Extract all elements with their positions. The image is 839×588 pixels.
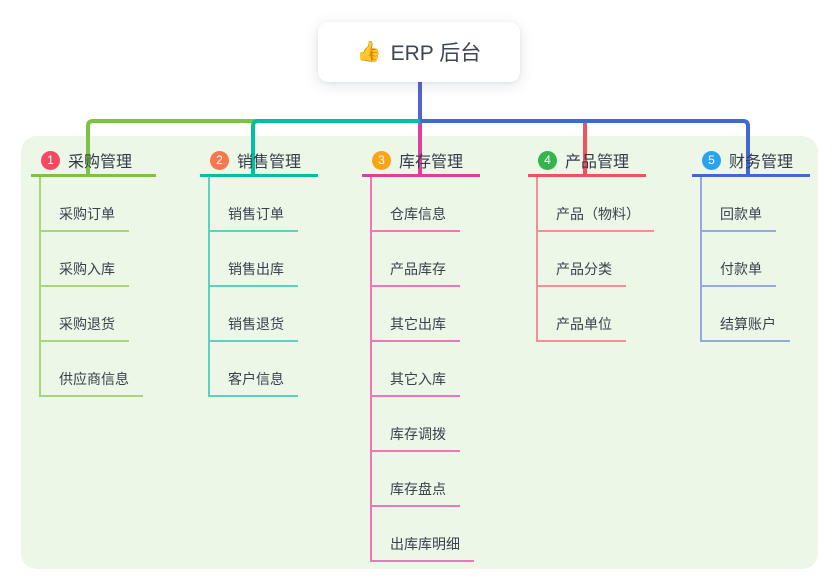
child-label: 库存盘点 (372, 481, 460, 507)
child-label: 其它入库 (372, 371, 460, 397)
child-label: 产品库存 (372, 261, 460, 287)
child-label: 采购退货 (41, 316, 129, 342)
branch-label: 库存管理 (399, 154, 464, 171)
child-node[interactable]: 产品（物料） (538, 177, 654, 232)
branch-header[interactable]: 5 财务管理 (692, 146, 810, 177)
branch-number-badge: 1 (41, 150, 60, 170)
child-node[interactable]: 销售退货 (210, 287, 318, 342)
root-node[interactable]: 👍 ERP 后台 (318, 22, 520, 82)
child-node[interactable]: 供应商信息 (41, 342, 156, 397)
child-node[interactable]: 其它入库 (372, 342, 480, 397)
branch-number-badge: 4 (538, 150, 557, 170)
child-label: 销售订单 (210, 206, 298, 232)
child-node[interactable]: 产品分类 (538, 232, 646, 287)
child-node[interactable]: 产品库存 (372, 232, 480, 287)
child-node[interactable]: 其它出库 (372, 287, 480, 342)
branch-number-badge: 5 (702, 150, 721, 170)
branch-number-badge: 3 (372, 150, 391, 170)
branch-header[interactable]: 4 产品管理 (528, 146, 646, 177)
child-node[interactable]: 采购入库 (41, 232, 156, 287)
child-node[interactable]: 结算账户 (702, 287, 810, 342)
child-node[interactable]: 库存盘点 (372, 452, 480, 507)
child-node[interactable]: 付款单 (702, 232, 810, 287)
branch-children: 产品（物料） 产品分类产品单位 (536, 177, 654, 342)
child-node[interactable]: 采购退货 (41, 287, 156, 342)
branches-panel (21, 136, 818, 569)
branch-column: 5 财务管理 回款单付款单结算账户 (692, 146, 810, 342)
branch-column: 4 产品管理 产品（物料） 产品分类产品单位 (528, 146, 654, 342)
child-label: 销售出库 (210, 261, 298, 287)
child-label: 仓库信息 (372, 206, 460, 232)
child-node[interactable]: 仓库信息 (372, 177, 480, 232)
child-label: 采购入库 (41, 261, 129, 287)
branch-children: 回款单付款单结算账户 (700, 177, 810, 342)
child-node[interactable]: 采购订单 (41, 177, 156, 232)
child-label: 出库库明细 (372, 536, 474, 562)
branch-column: 1 采购管理 采购订单采购入库采购退货供应商信息 (31, 146, 156, 397)
child-node[interactable]: 销售出库 (210, 232, 318, 287)
branch-header[interactable]: 3 库存管理 (362, 146, 480, 177)
branch-children: 仓库信息产品库存其它出库其它入库库存调拨库存盘点出库库明细 (370, 177, 480, 562)
branch-label: 采购管理 (68, 154, 133, 171)
child-label: 付款单 (702, 261, 776, 287)
branch-children: 采购订单采购入库采购退货供应商信息 (39, 177, 156, 397)
thumbs-up-icon: 👍 (356, 41, 382, 63)
child-label: 销售退货 (210, 316, 298, 342)
branch-column: 3 库存管理 仓库信息产品库存其它出库其它入库库存调拨库存盘点出库库明细 (362, 146, 480, 562)
child-node[interactable]: 产品单位 (538, 287, 646, 342)
child-label: 库存调拨 (372, 426, 460, 452)
child-node[interactable]: 客户信息 (210, 342, 318, 397)
child-node[interactable]: 出库库明细 (372, 507, 480, 562)
child-label: 客户信息 (210, 371, 298, 397)
child-label: 结算账户 (702, 316, 790, 342)
branch-label: 产品管理 (565, 154, 630, 171)
branch-header[interactable]: 1 采购管理 (31, 146, 156, 177)
child-node[interactable]: 库存调拨 (372, 397, 480, 452)
child-node[interactable]: 销售订单 (210, 177, 318, 232)
child-label: 产品分类 (538, 261, 626, 287)
child-label: 产品（物料） (538, 206, 654, 232)
child-label: 产品单位 (538, 316, 626, 342)
branch-header[interactable]: 2 销售管理 (200, 146, 318, 177)
branch-number-badge: 2 (210, 150, 229, 170)
child-node[interactable]: 回款单 (702, 177, 810, 232)
child-label: 采购订单 (41, 206, 129, 232)
child-label: 供应商信息 (41, 371, 143, 397)
branch-label: 销售管理 (237, 154, 302, 171)
child-label: 其它出库 (372, 316, 460, 342)
branch-children: 销售订单销售出库销售退货客户信息 (208, 177, 318, 397)
child-label: 回款单 (702, 206, 776, 232)
root-label: ERP 后台 (390, 42, 482, 65)
branch-label: 财务管理 (729, 154, 794, 171)
branch-column: 2 销售管理 销售订单销售出库销售退货客户信息 (200, 146, 318, 397)
